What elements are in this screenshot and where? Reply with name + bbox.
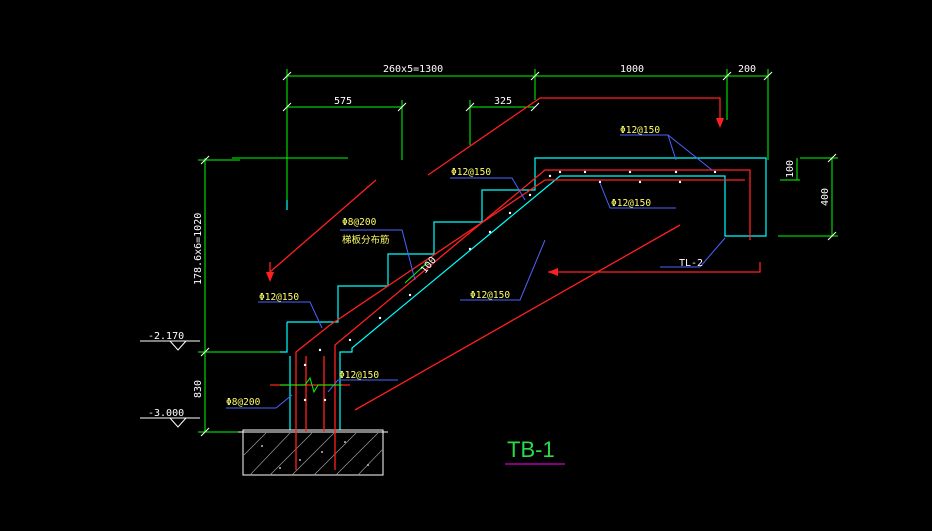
dim-base-height: 830 <box>193 380 204 398</box>
beam-label: TL-2 <box>679 258 703 269</box>
dimension-ticks <box>200 71 837 437</box>
rebar-label-upper-left: Φ12@150 <box>451 167 491 178</box>
leader-lines <box>226 134 726 409</box>
dim-mid-left: 575 <box>334 96 352 107</box>
dim-mid-right: 325 <box>494 96 512 107</box>
level-lower: -3.000 <box>148 408 184 419</box>
rebar-label-top-right: Φ12@150 <box>620 125 660 136</box>
level-markers <box>140 340 200 428</box>
level-upper: -2.170 <box>148 331 184 342</box>
drawing-title: TB-1 <box>507 437 555 462</box>
rebar-label-distribution-note: 梯板分布筋 <box>342 234 390 246</box>
break-symbol <box>280 376 342 394</box>
foundation-pad <box>238 429 388 476</box>
rebar-dots <box>303 170 717 402</box>
rebar-label-distribution: Φ8@200 <box>342 217 377 228</box>
rebar-label-under-slab: Φ12@150 <box>611 198 651 209</box>
rebar-label-slab-bottom: Φ12@150 <box>470 290 510 301</box>
dim-beam-height: 400 <box>820 188 831 206</box>
rebar-label-base-right: Φ12@150 <box>339 370 379 381</box>
stair-outline <box>280 157 767 430</box>
rebar-hooks <box>266 118 724 282</box>
rebar-label-lower-left: Φ12@150 <box>259 292 299 303</box>
dim-top-end: 200 <box>738 64 756 75</box>
dim-top-span: 1000 <box>620 64 644 75</box>
dim-top-steps: 260x5=1300 <box>383 64 443 75</box>
dim-vertical-height: 178.6x6=1020 <box>193 213 204 285</box>
dimension-lines <box>198 69 838 433</box>
rebar-label-base-left: Φ8@200 <box>226 397 261 408</box>
dim-beam-top: 100 <box>785 160 796 178</box>
